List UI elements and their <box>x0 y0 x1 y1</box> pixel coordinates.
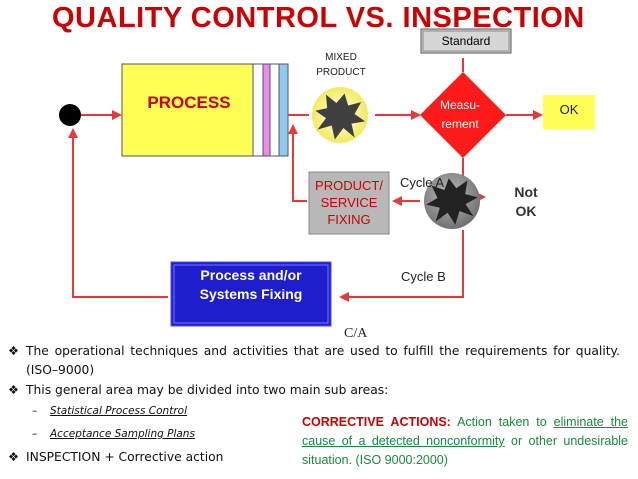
bullet-item: ❖ The operational techniques and activit… <box>8 342 620 380</box>
diamond-bullet-icon: ❖ <box>8 383 20 397</box>
standard-label: Standard <box>441 34 491 48</box>
arrow-cycle-b <box>339 230 464 302</box>
arrow-back-to-start <box>68 128 168 298</box>
corrective-text: Action taken to <box>450 415 554 429</box>
bullet-text: This general area may be divided into tw… <box>26 383 389 397</box>
corrective-text-end: or other undesirable situation. (ISO 900… <box>302 434 629 467</box>
mixed-product-node <box>312 87 368 143</box>
notok-node <box>424 173 480 229</box>
connector-lines <box>68 58 543 302</box>
process-systems-label: Process and/or Systems Fixing <box>199 267 303 302</box>
process-box <box>121 63 289 157</box>
corrective-heading: CORRECTIVE ACTIONS: <box>302 415 451 429</box>
corrective-underlined: eliminate the cause of a detected noncon… <box>302 415 628 448</box>
bullet-text: The operational techniques and activitie… <box>26 344 620 377</box>
sub-item-text: Acceptance Sampling Plans <box>50 428 195 440</box>
bullet-item: ❖ INSPECTION + Corrective action <box>8 448 620 467</box>
mixed-product-label: MIXED PRODUCT <box>316 52 366 78</box>
fixing-box <box>308 171 390 235</box>
sub-item: – Statistical Process Control <box>8 400 620 423</box>
measurement-diamond <box>420 72 506 158</box>
arrow-cycle-a <box>288 124 307 202</box>
not-ok-label: Not OK <box>514 184 538 219</box>
bullet-text: INSPECTION + Corrective action <box>26 450 224 464</box>
bullet-item: ❖ This general area may be divided into … <box>8 381 620 400</box>
process-systems-box <box>170 261 332 327</box>
diamond-bullet-icon: ❖ <box>8 450 20 464</box>
diamond-bullet-icon: ❖ <box>8 344 20 358</box>
dash-marker: – <box>32 428 38 440</box>
bullet-list: ❖ The operational techniques and activit… <box>8 342 620 467</box>
cycle-a-label: Cycle A <box>400 175 445 190</box>
corrective-actions-note: CORRECTIVE ACTIONS: Action taken to elim… <box>302 413 628 470</box>
measurement-label: Measu- rement <box>439 98 480 131</box>
ca-label: C/A <box>344 326 368 341</box>
cycle-b-label: Cycle B <box>401 269 446 284</box>
fixing-label: PRODUCT/ SERVICE FIXING <box>315 178 383 227</box>
standard-box <box>420 28 512 54</box>
process-label: PROCESS <box>147 93 231 112</box>
ok-label: OK <box>559 102 579 117</box>
sub-item-text: Statistical Process Control <box>50 405 187 417</box>
start-node <box>59 104 81 126</box>
sub-item: – Acceptance Sampling Plans <box>8 423 620 446</box>
dash-marker: – <box>32 405 38 417</box>
ok-box <box>543 95 595 129</box>
